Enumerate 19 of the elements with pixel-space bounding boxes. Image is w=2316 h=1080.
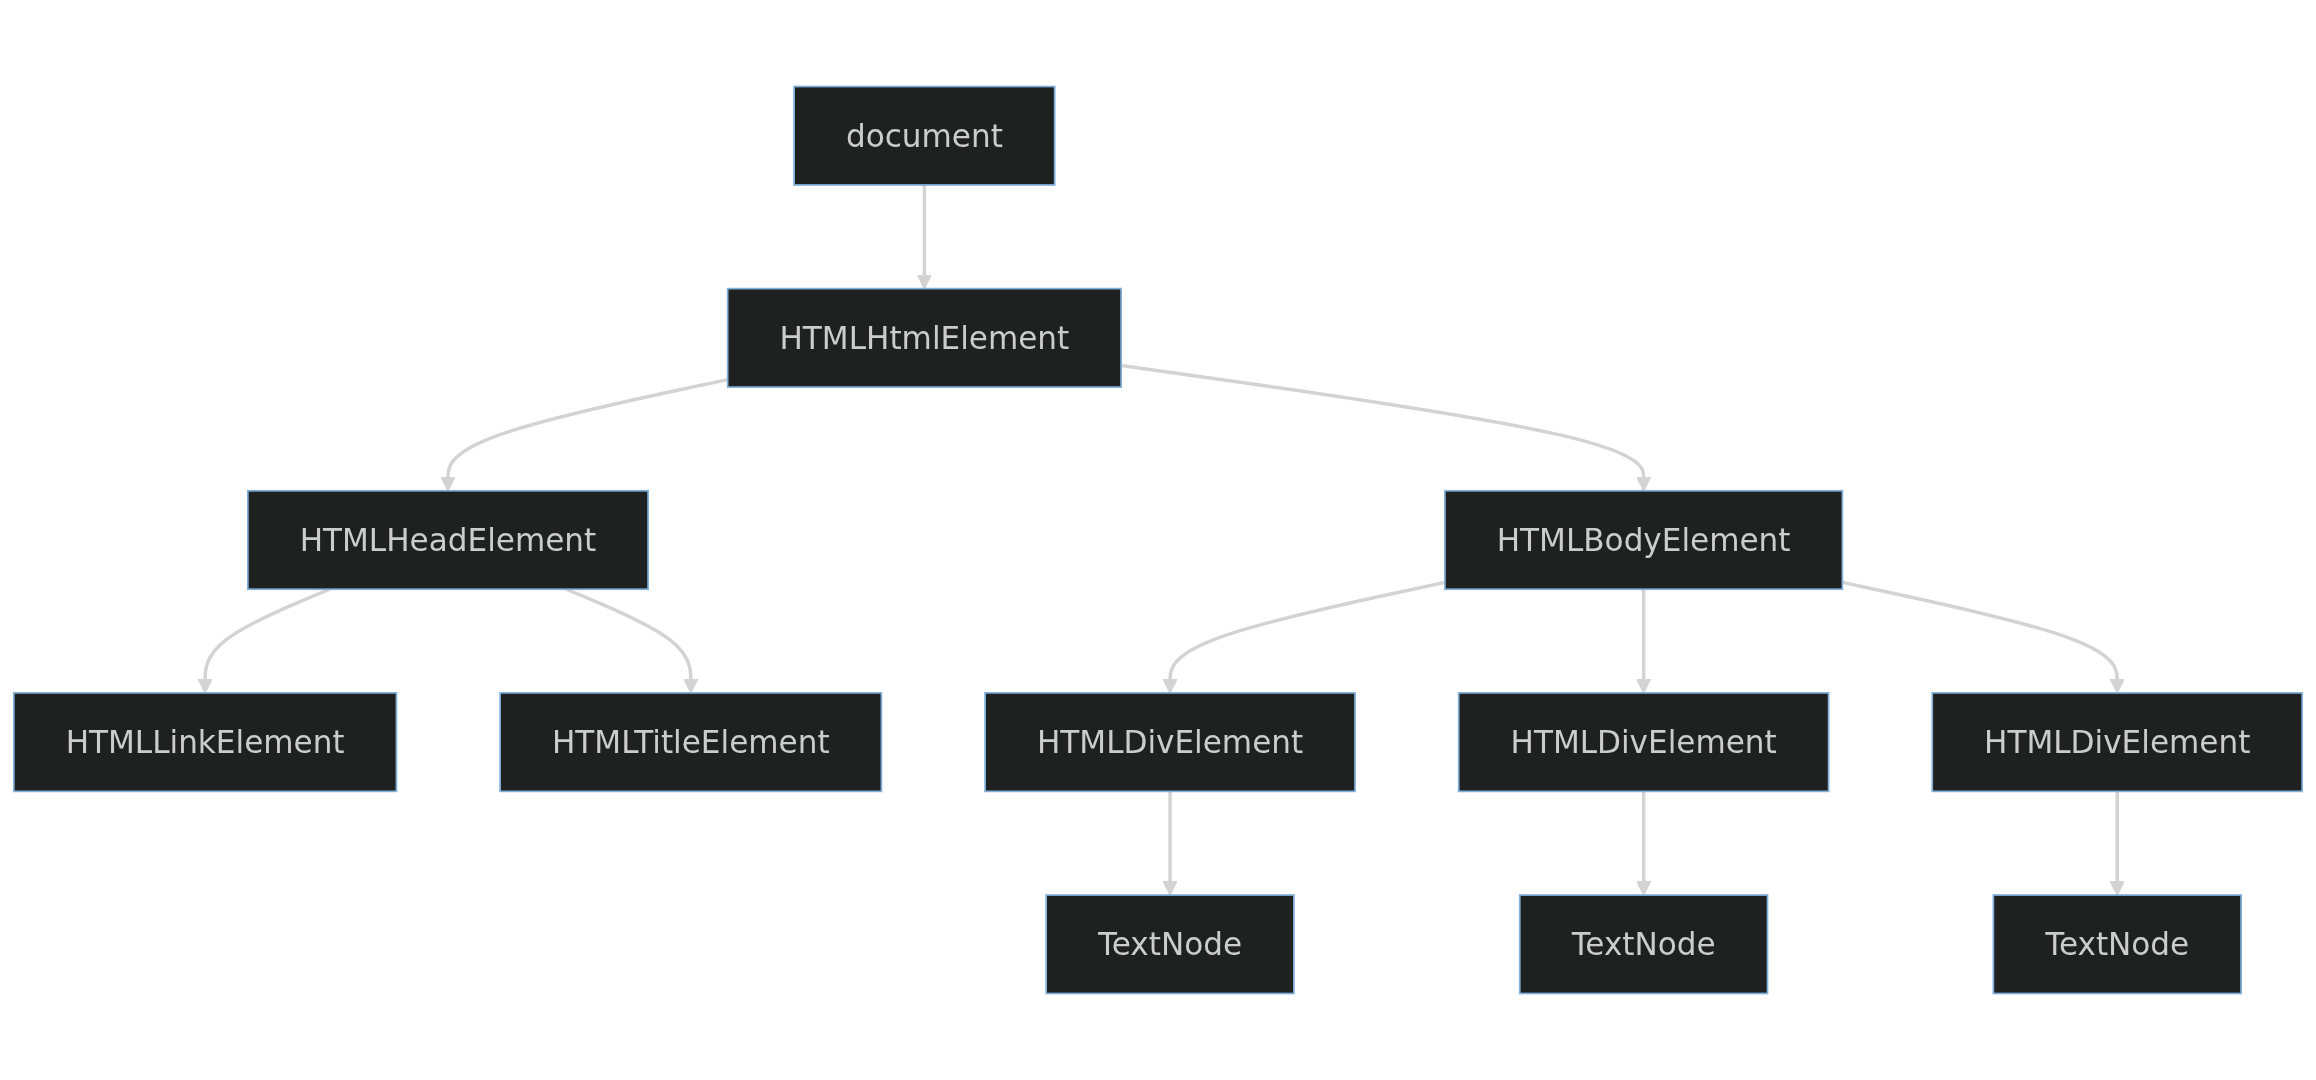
arrow	[1636, 589, 1652, 694]
node-box: HTMLDivElement	[1931, 692, 2304, 793]
node-box: HTMLBodyElement	[1444, 489, 1844, 591]
node-box: HTMLLinkElement	[12, 692, 398, 793]
arrow	[916, 185, 932, 290]
arrow	[1636, 791, 1652, 896]
node-box: document	[793, 85, 1056, 186]
node-box: HTMLDivElement	[1457, 692, 1830, 793]
node-box: HTMLTitleElement	[499, 692, 883, 793]
node-box: TextNode	[1045, 894, 1295, 995]
arrow	[440, 377, 728, 492]
arrow	[1162, 791, 1178, 896]
node-box: HTMLDivElement	[984, 692, 1356, 793]
node-box: TextNode	[1992, 894, 2242, 995]
arrow	[2109, 791, 2125, 896]
node-box: HTMLHeadElement	[246, 489, 649, 591]
node-box: HTMLHtmlElement	[726, 287, 1122, 388]
arrow	[1842, 580, 2125, 694]
node-box: TextNode	[1518, 894, 1769, 995]
